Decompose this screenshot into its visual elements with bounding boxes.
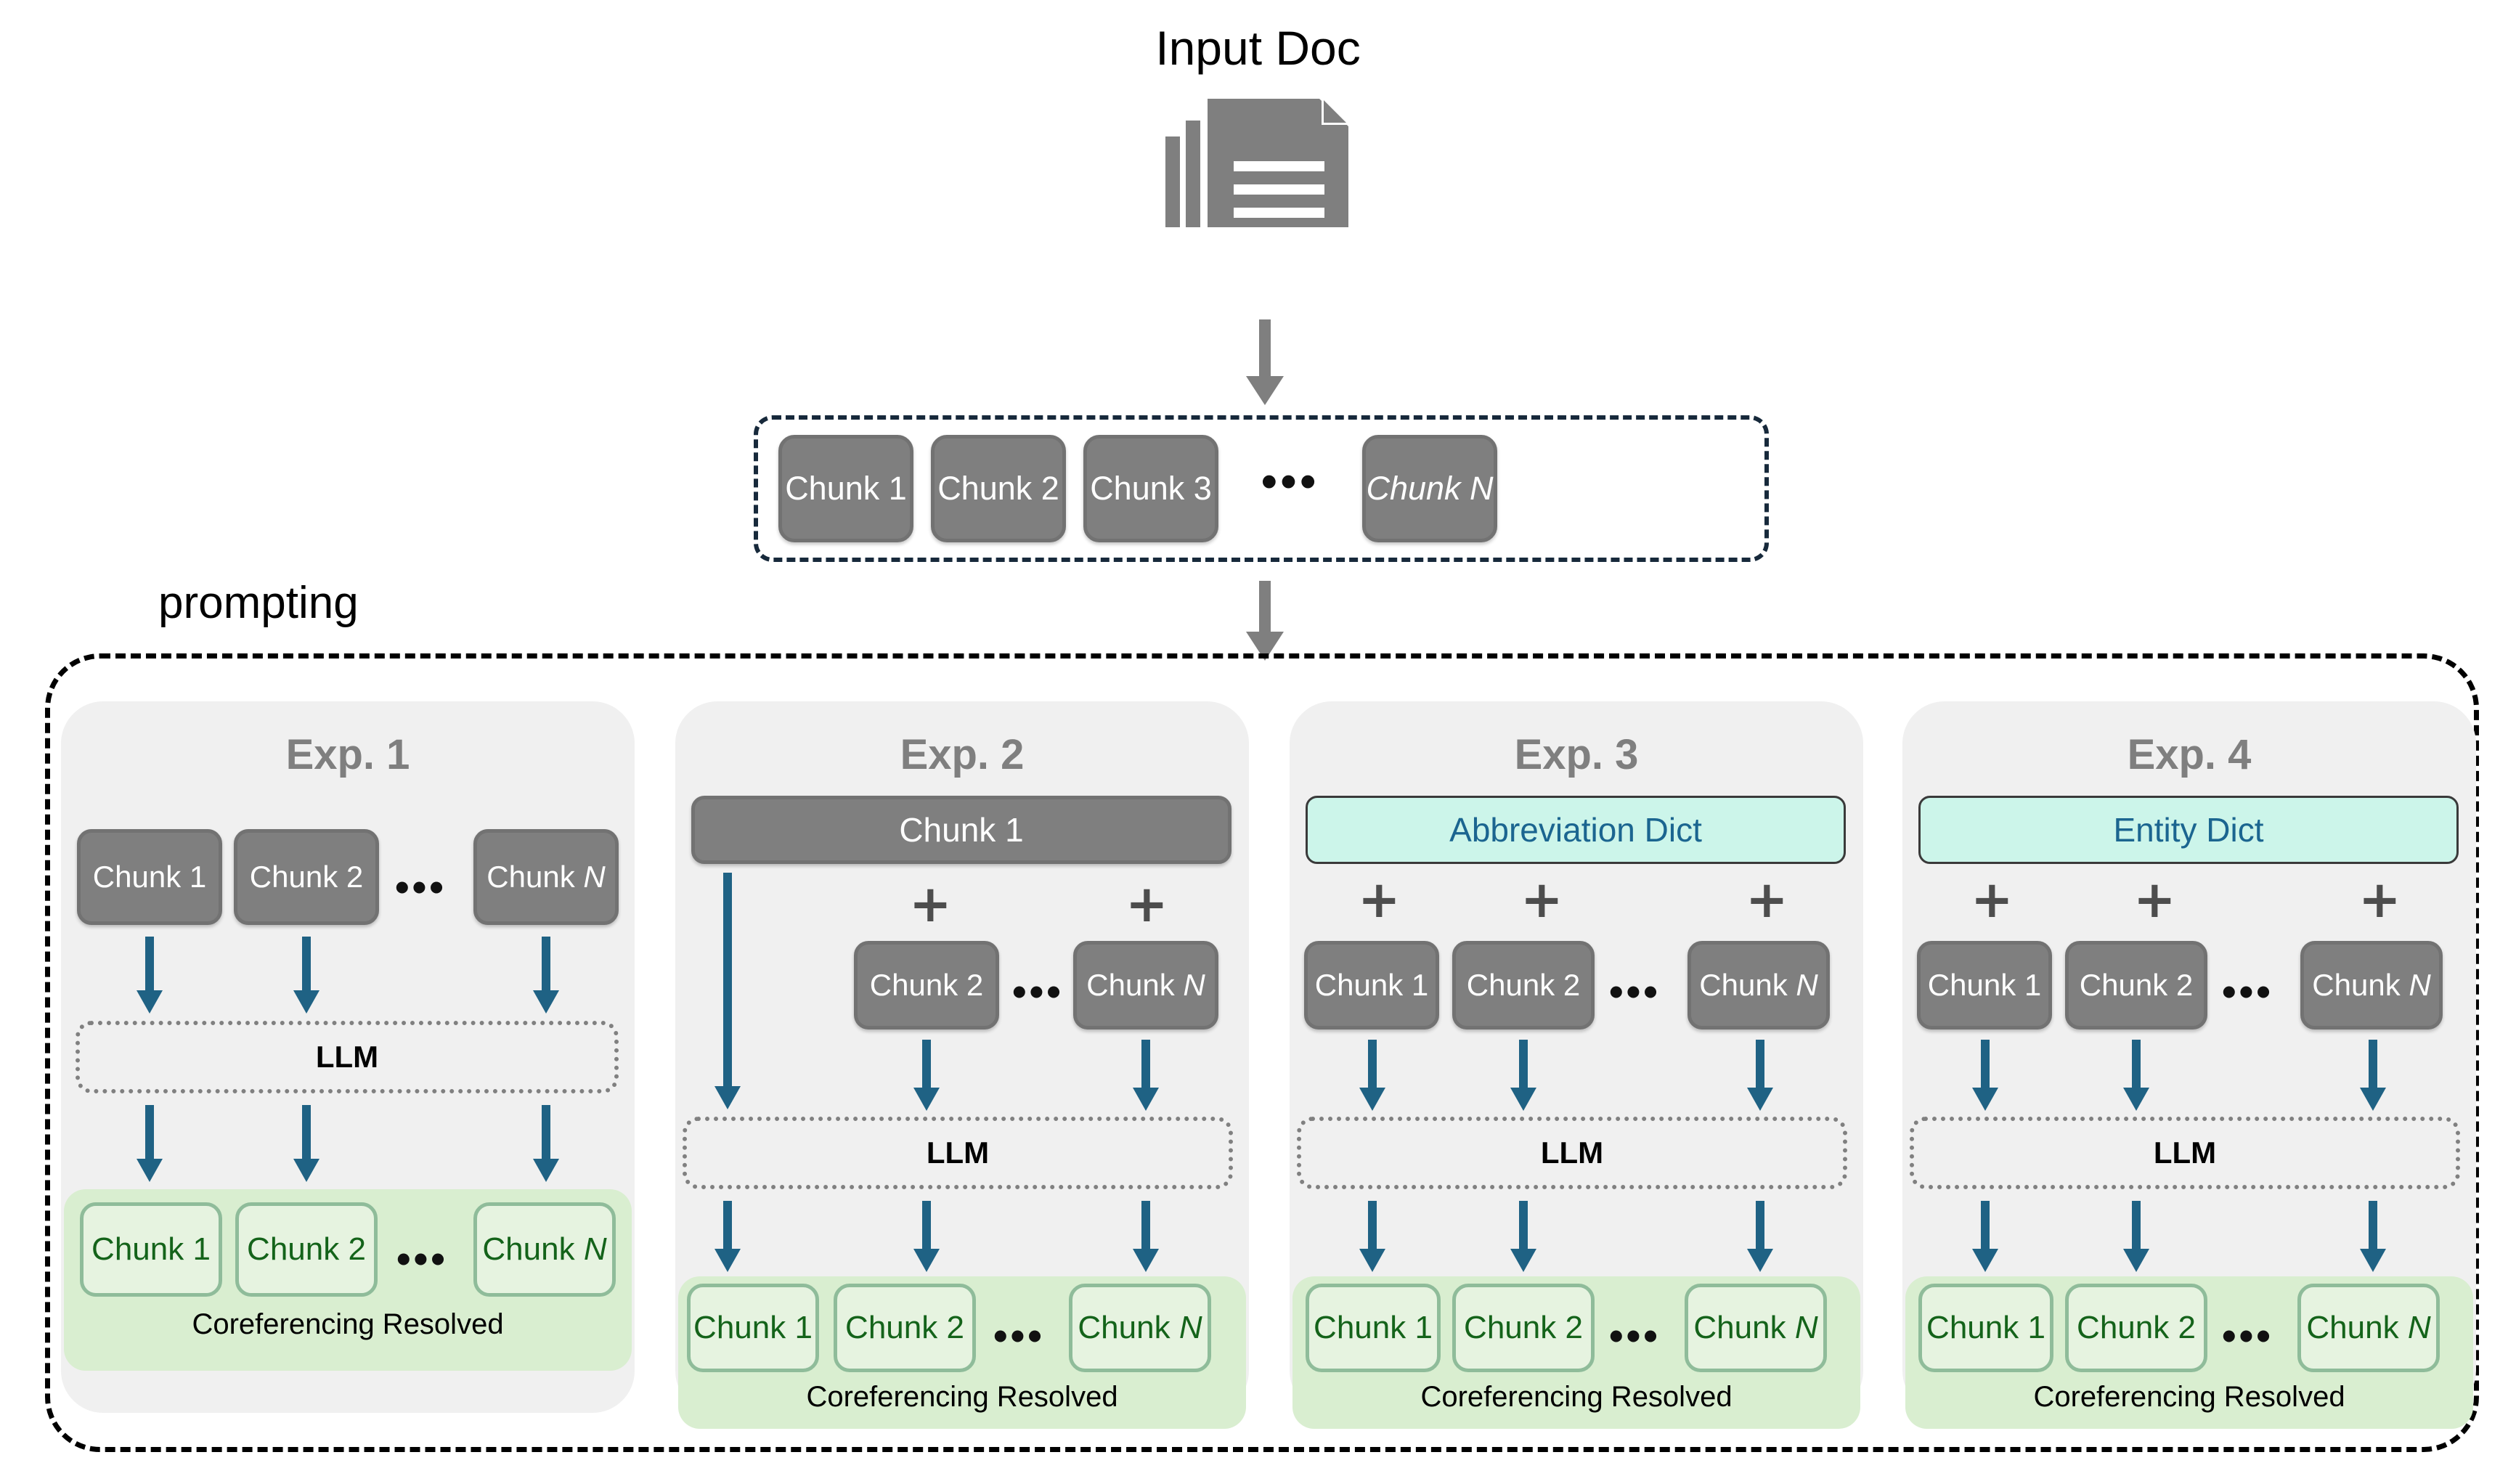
coreferencing-resolved-label: Coreferencing Resolved [192,1308,504,1340]
arrow-to-llm [1133,1040,1159,1111]
arrow-to-llm [533,937,559,1014]
prompting-label: prompting [158,578,359,628]
output-chunk: Chunk N [1685,1284,1827,1372]
input-chunk: Chunk 1 [1917,941,2052,1030]
arrow-from-llm [533,1105,559,1182]
output-chunk: Chunk N [473,1202,616,1297]
output-chunk: Chunk 2 [235,1202,378,1297]
input-chunk: Chunk 2 [234,829,379,925]
output-chunk: Chunk 2 [834,1284,976,1372]
output-chunk: Chunk 1 [687,1284,819,1372]
exp-title: Exp. 3 [1514,731,1639,778]
prompting-frame [45,653,2479,1452]
arrow-from-llm [293,1105,319,1182]
output-chunk: Chunk 2 [2065,1284,2207,1372]
arrow-from-llm [1510,1201,1536,1272]
coreferencing-resolved-label: Coreferencing Resolved [806,1381,1118,1413]
arrow-from-llm [1972,1201,1998,1272]
plus-sign: + [2358,870,2401,929]
arrow-from-llm [1133,1201,1159,1272]
plus-sign: + [2133,870,2176,929]
chunk-box: Chunk N [1362,435,1497,542]
coreferencing-resolved-label: Coreferencing Resolved [1420,1381,1733,1413]
arrow-to-llm [1747,1040,1773,1111]
input-chunk: Chunk N [1073,941,1218,1030]
llm-box: LLM [683,1117,1233,1189]
chunk-box: Chunk 1 [778,435,913,542]
arrow-to-llm [1359,1040,1385,1111]
ellipsis: ••• [396,1236,448,1281]
arrow-from-llm [137,1105,163,1182]
exp-title: Exp. 4 [2127,731,2252,778]
plus-sign: + [1358,870,1401,929]
arrow-to-llm [293,937,319,1014]
arrow-from-llm [2123,1201,2149,1272]
ellipsis: ••• [1012,969,1064,1014]
ellipsis: ••• [993,1313,1045,1358]
page-title: Input Doc [1155,21,1361,75]
output-chunk: Chunk 1 [1918,1284,2053,1372]
header-chunk: Chunk 1 [691,796,1231,864]
arrow-from-llm [1359,1201,1385,1272]
plus-sign: + [909,874,952,934]
input-chunk: Chunk N [1687,941,1830,1030]
arrow-to-llm [1972,1040,1998,1111]
input-chunk: Chunk 2 [2065,941,2207,1030]
output-chunk: Chunk 2 [1452,1284,1595,1372]
abbreviation-dict-box: Abbreviation Dict [1306,796,1846,864]
ellipsis: ••• [2222,1313,2273,1358]
coreferencing-resolved-label: Coreferencing Resolved [2033,1381,2345,1413]
chunk-strip-container: Chunk 1 Chunk 2 Chunk 3 ••• Chunk N [754,415,1769,562]
exp-panel-1: Exp. 1 Chunk 1 Chunk 2 ••• Chunk N LLM C… [61,701,635,1413]
exp-title: Exp. 2 [900,731,1025,778]
input-chunk: Chunk N [473,829,619,925]
arrow-to-llm [137,937,163,1014]
arrow-to-llm [913,1040,940,1111]
plus-sign: + [1520,870,1563,929]
arrow-from-llm [1747,1201,1773,1272]
ellipsis: ••• [1609,1313,1661,1358]
chunk-box: Chunk 2 [931,435,1066,542]
arrow-from-llm [715,1201,741,1272]
arrow-to-llm [1510,1040,1536,1111]
exp-panel-2: Exp. 2 Chunk 1 + + Chunk 2 ••• Chunk N L… [675,701,1249,1429]
output-chunk: Chunk N [1069,1284,1211,1372]
multi-page-document-icon [1165,97,1349,227]
ellipsis: ••• [1609,969,1661,1014]
arrow-doc-to-chunks [1246,319,1284,405]
exp-title: Exp. 1 [285,731,410,778]
input-chunk: Chunk 1 [77,829,222,925]
exp-panel-4: Exp. 4 Entity Dict + + + Chunk 1 Chunk 2… [1902,701,2476,1429]
entity-dict-box: Entity Dict [1918,796,2459,864]
llm-box: LLM [1297,1117,1847,1189]
ellipsis: ••• [395,864,447,910]
arrow-to-llm [2360,1040,2386,1111]
plus-sign: + [1125,874,1168,934]
plus-sign: + [1746,870,1788,929]
llm-box: LLM [76,1021,619,1093]
exp-panel-3: Exp. 3 Abbreviation Dict + + + Chunk 1 C… [1290,701,1863,1429]
output-chunk: Chunk 1 [80,1202,222,1297]
arrow-to-llm [2123,1040,2149,1111]
chunk-box: Chunk 3 [1083,435,1218,542]
input-chunk: Chunk N [2300,941,2443,1030]
arrow-chunks-to-prompting [1246,581,1284,661]
input-chunk: Chunk 1 [1304,941,1439,1030]
arrow-header-to-llm [715,873,741,1109]
output-chunk: Chunk N [2297,1284,2440,1372]
arrow-from-llm [913,1201,940,1272]
input-chunk: Chunk 2 [1452,941,1595,1030]
output-chunk: Chunk 1 [1306,1284,1441,1372]
plus-sign: + [1971,870,2014,929]
arrow-from-llm [2360,1201,2386,1272]
ellipsis: ••• [1261,457,1320,507]
llm-box: LLM [1910,1117,2460,1189]
input-chunk: Chunk 2 [854,941,999,1030]
ellipsis: ••• [2222,969,2273,1014]
